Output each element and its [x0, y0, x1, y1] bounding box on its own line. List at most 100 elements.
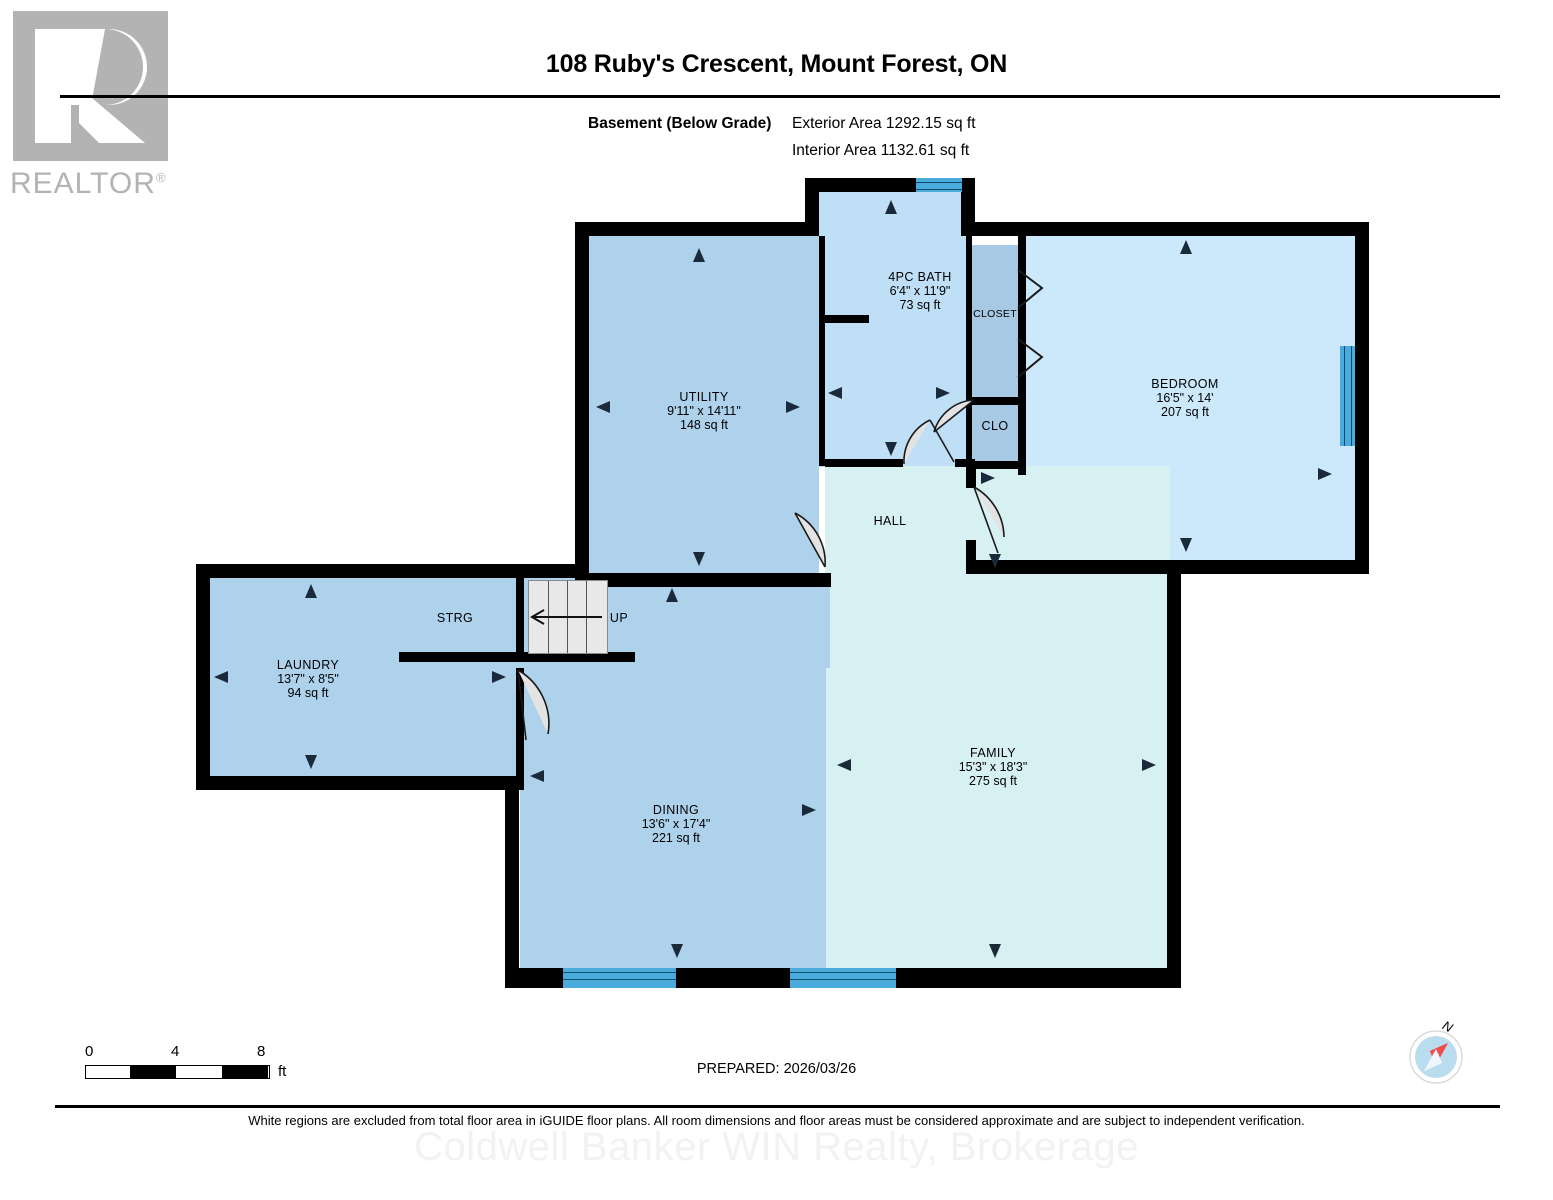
room-name-clo: CLO — [981, 419, 1009, 433]
room-fill-laundry — [210, 578, 530, 776]
room-label-family: FAMILY 15'3" x 18'3" 275 sq ft — [918, 746, 1068, 788]
wall-closet-left — [966, 236, 972, 468]
door-closet-lower — [1017, 338, 1044, 378]
room-label-hall: HALL — [840, 514, 940, 528]
room-name-bedroom: BEDROOM — [1151, 377, 1219, 391]
wall-family-top-stub — [825, 573, 831, 587]
room-label-utility: UTILITY 9'11" x 14'11" 148 sq ft — [629, 390, 779, 432]
wall-bath-bottom-right — [955, 459, 975, 467]
wall-hall-right-upper — [966, 466, 976, 488]
room-dims-laundry: 13'7" x 8'5" — [277, 672, 339, 686]
wall-bedroom-top — [961, 222, 1369, 236]
dimension-arrow-markers — [214, 200, 1332, 958]
wall-bedroom-right — [1355, 222, 1369, 574]
room-label-laundry: LAUNDRY 13'7" x 8'5" 94 sq ft — [233, 658, 383, 700]
room-dims-bedroom: 16'5" x 14' — [1156, 391, 1214, 405]
room-area-family: 275 sq ft — [969, 774, 1017, 788]
floor-plan-drawing: UTILITY 9'11" x 14'11" 148 sq ft 4PC BAT… — [196, 178, 1369, 988]
wall-bath-bottom — [825, 459, 903, 467]
page-title: 108 Ruby's Crescent, Mount Forest, ON — [545, 50, 1008, 78]
scale-segment-2 — [222, 1066, 268, 1078]
room-area-bath: 73 sq ft — [899, 298, 941, 312]
scale-segment-1 — [130, 1066, 176, 1078]
room-name-family: FAMILY — [970, 746, 1016, 760]
compass-rose-icon — [1409, 1030, 1463, 1084]
wall-bath-left-upper — [805, 178, 819, 236]
room-name-laundry: LAUNDRY — [276, 658, 340, 672]
room-fill-bath — [819, 235, 972, 467]
room-label-closet: CLOSET — [955, 307, 1035, 321]
wall-closet-right — [1018, 236, 1026, 404]
disclaimer-text: White regions are excluded from total fl… — [248, 1113, 1305, 1128]
wall-laundry-right-upper — [516, 578, 524, 660]
room-dims-bath: 6'4" x 11'9" — [889, 284, 951, 298]
window-bedroom-east — [1340, 346, 1355, 446]
window-family-south — [790, 968, 896, 988]
room-name-utility: UTILITY — [679, 390, 729, 404]
scale-bar — [85, 1065, 270, 1079]
scale-tick-8: 8 — [257, 1043, 266, 1060]
wall-laundry-bottom — [196, 776, 520, 790]
window-bath-top — [916, 178, 962, 192]
wall-hall-right-lower — [966, 540, 976, 574]
door-closet-upper — [1017, 269, 1044, 309]
room-name-closet: CLOSET — [973, 308, 1017, 320]
wall-closet-clo-divider — [966, 397, 1026, 405]
wall-bedroom-bottom — [1170, 560, 1369, 574]
wall-laundry-left — [196, 564, 210, 790]
wall-bath-stub — [819, 315, 869, 323]
door-utility — [794, 512, 826, 568]
scale-tick-4: 4 — [171, 1043, 180, 1060]
wall-laundry-top — [196, 564, 589, 578]
room-label-clo: CLO — [960, 419, 1030, 433]
wall-clo-right — [1018, 403, 1026, 475]
wall-bath-right-upper — [961, 178, 975, 236]
room-dims-utility: 9'11" x 14'11" — [667, 404, 741, 418]
room-name-strg: STRG — [436, 611, 474, 625]
wall-utility-left — [575, 222, 589, 587]
meta-row-exterior: Basement (Below Grade) Exterior Area 129… — [588, 110, 1348, 137]
registered-mark: ® — [155, 170, 167, 185]
wall-utility-top — [575, 222, 819, 236]
room-name-up: UP — [609, 611, 629, 625]
door-clo — [933, 399, 975, 433]
exterior-area-value: Exterior Area 1292.15 sq ft — [792, 115, 976, 132]
room-fill-closet — [972, 245, 1018, 403]
realtor-r-mark — [13, 11, 168, 161]
interior-area-value: Interior Area 1132.61 sq ft — [792, 142, 970, 159]
window-dining-south — [563, 968, 676, 988]
door-bedroom — [973, 486, 1005, 554]
room-area-bedroom: 207 sq ft — [1161, 405, 1209, 419]
realtor-logo: REALTOR® — [8, 5, 208, 210]
door-laundry — [517, 669, 550, 741]
room-label-strg: STRG — [415, 611, 495, 625]
room-area-utility: 148 sq ft — [680, 418, 728, 432]
room-dims-dining: 13'6" x 17'4" — [641, 817, 711, 831]
meta-row-interior: Interior Area 1132.61 sq ft — [588, 137, 1348, 164]
room-label-bath: 4PC BATH 6'4" x 11'9" 73 sq ft — [845, 270, 995, 312]
room-name-dining: DINING — [652, 803, 700, 817]
room-label-up: UP — [597, 611, 641, 625]
room-name-hall: HALL — [873, 514, 907, 528]
prepared-date: PREPARED: 2026/03/26 — [696, 1061, 857, 1077]
wall-family-right — [1167, 560, 1181, 988]
door-bath — [903, 419, 955, 465]
room-area-dining: 221 sq ft — [652, 831, 700, 845]
scale-tick-0: 0 — [85, 1043, 94, 1060]
room-fill-utility — [589, 235, 819, 573]
scale-unit-label: ft — [278, 1063, 287, 1080]
wall-storage-divider — [399, 652, 635, 662]
room-fill-clo — [972, 403, 1018, 466]
floor-meta: Basement (Below Grade) Exterior Area 129… — [588, 110, 1348, 164]
wall-clo-bottom — [966, 461, 1026, 469]
room-area-laundry: 94 sq ft — [287, 686, 329, 700]
footer-divider — [55, 1105, 1500, 1108]
room-label-bedroom: BEDROOM 16'5" x 14' 207 sq ft — [1110, 377, 1260, 419]
wall-utility-right — [819, 236, 825, 466]
wall-laundry-right — [516, 668, 524, 790]
title-divider — [60, 95, 1500, 98]
floor-level-label: Basement (Below Grade) — [588, 115, 772, 132]
brokerage-watermark: Coldwell Banker WIN Realty, Brokerage — [414, 1125, 1139, 1169]
room-label-dining: DINING 13'6" x 17'4" 221 sq ft — [601, 803, 751, 845]
room-name-bath: 4PC BATH — [888, 270, 952, 284]
